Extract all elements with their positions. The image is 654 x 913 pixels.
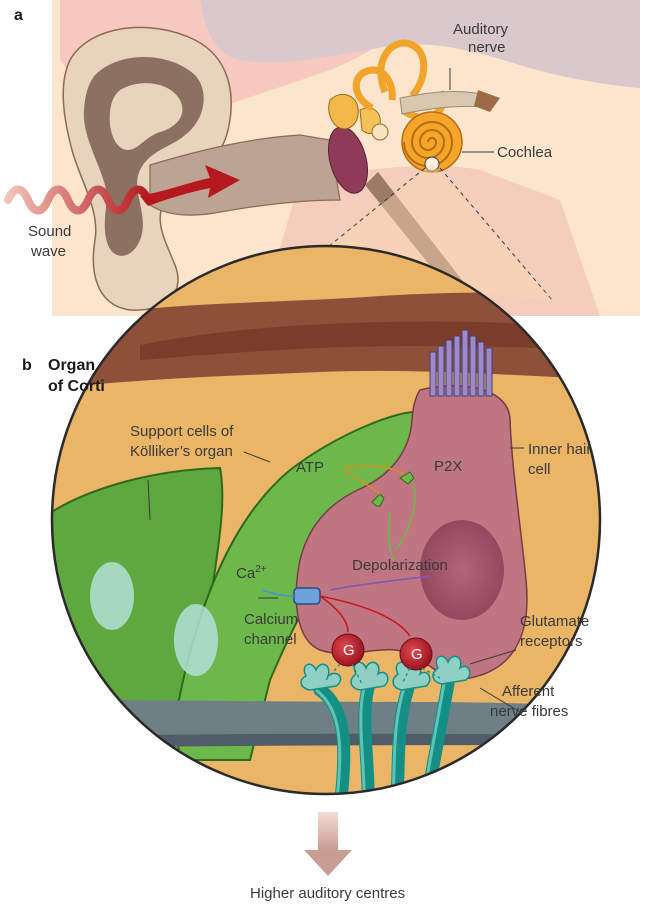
panel-b: b Organ of Corti Support cells of Köllik… — [22, 240, 620, 902]
auditory-nerve-label-2: nerve — [468, 39, 506, 56]
panel-b-title-1: Organ — [48, 357, 95, 374]
calcium-ion-charge: 2+ — [255, 564, 267, 575]
support-nucleus-2 — [174, 604, 218, 676]
support-nucleus-1 — [90, 562, 134, 630]
panel-b-title-2: of Corti — [48, 378, 105, 395]
higher-centres-label: Higher auditory centres — [250, 885, 405, 902]
calcium-ion-symbol: Ca — [236, 565, 256, 582]
afferent-nerve-label-1: Afferent — [502, 683, 555, 700]
calcium-channel-label-2: channel — [244, 631, 297, 648]
sound-wave-label-1: Sound — [28, 223, 71, 240]
p2x-label: P2X — [434, 458, 462, 475]
atp-label: ATP — [296, 459, 324, 476]
cochlea — [402, 112, 462, 172]
support-cells-label-1: Support cells of — [130, 423, 234, 440]
support-cells-label-2: Kölliker’s organ — [130, 443, 233, 460]
panel-a-letter: a — [14, 7, 23, 24]
sound-wave-label-2: wave — [30, 243, 66, 260]
panel-b-letter: b — [22, 357, 32, 374]
auditory-nerve-label-1: Auditory — [453, 21, 509, 38]
calcium-channel[interactable] — [294, 588, 320, 604]
inner-hair-cell-label-1: Inner hair — [528, 441, 591, 458]
g-protein-right-label: G — [411, 646, 423, 663]
inner-hair-cell-label-2: cell — [528, 461, 551, 478]
afferent-nerve-label-2: nerve fibres — [490, 703, 568, 720]
calcium-channel-label-1: Calcium — [244, 611, 298, 628]
output-arrow-head — [304, 850, 352, 876]
depolarization-label: Depolarization — [352, 557, 448, 574]
cochlea-label: Cochlea — [497, 144, 553, 161]
output-arrow-stem — [318, 812, 338, 850]
g-protein-left-label: G — [343, 642, 355, 659]
glutamate-receptors-label-1: Glutamate — [520, 613, 589, 630]
glutamate-receptors-label-2: receptors — [520, 633, 583, 650]
